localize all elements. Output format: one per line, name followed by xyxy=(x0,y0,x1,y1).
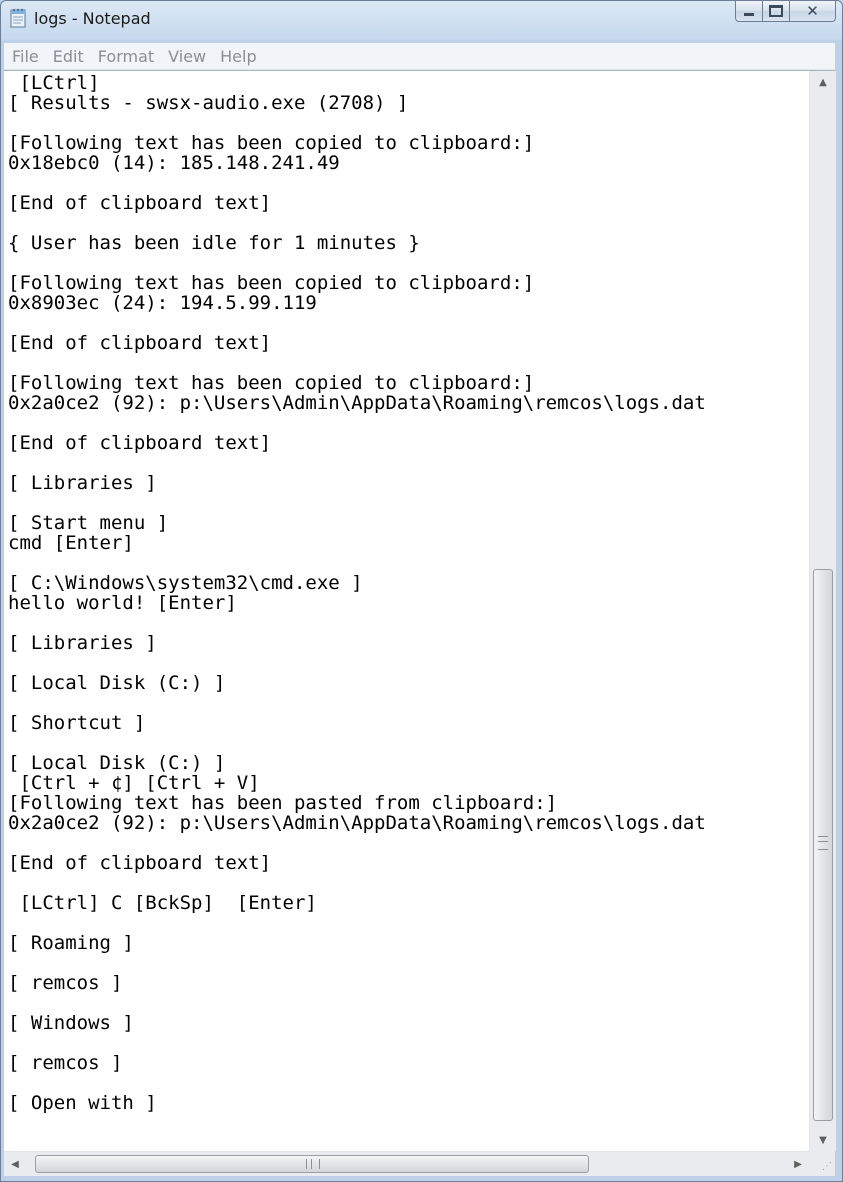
horizontal-scrollbar[interactable]: ◀ ▶ xyxy=(4,1151,809,1176)
arrow-left-icon: ◀ xyxy=(11,1158,19,1170)
horizontal-scroll-thumb[interactable] xyxy=(35,1155,589,1173)
maximize-icon xyxy=(769,5,783,17)
close-icon: ✕ xyxy=(806,1,819,20)
arrow-right-icon: ▶ xyxy=(794,1158,802,1170)
close-button[interactable]: ✕ xyxy=(790,1,836,22)
window-title: logs - Notepad xyxy=(34,9,151,28)
resize-grip[interactable]: ⋰ xyxy=(809,1151,835,1176)
maximize-button[interactable] xyxy=(763,1,790,22)
menu-format[interactable]: Format xyxy=(97,46,155,66)
arrow-down-icon: ▼ xyxy=(819,1134,827,1146)
editor-pane: [LCtrl] [ Results - swsx-audio.exe (2708… xyxy=(4,70,836,1176)
menu-file[interactable]: File xyxy=(12,46,39,66)
resize-grip-icon: ⋰ xyxy=(822,1161,832,1172)
menu-view[interactable]: View xyxy=(168,46,207,66)
grip-icon xyxy=(306,1159,320,1169)
editor-content: [LCtrl] [ Results - swsx-audio.exe (2708… xyxy=(8,73,706,1114)
scroll-up-button[interactable]: ▲ xyxy=(810,71,836,93)
scroll-left-button[interactable]: ◀ xyxy=(4,1152,26,1176)
grip-icon xyxy=(818,836,828,850)
menu-help[interactable]: Help xyxy=(220,46,257,66)
vertical-scrollbar[interactable]: ▲ ▼ xyxy=(809,71,836,1151)
vertical-scroll-thumb[interactable] xyxy=(813,569,833,1121)
notepad-icon xyxy=(10,8,26,28)
scroll-down-button[interactable]: ▼ xyxy=(810,1129,836,1151)
menu-edit[interactable]: Edit xyxy=(52,46,84,66)
caption-buttons: ✕ xyxy=(735,1,836,23)
menu-bar: File Edit Format View Help xyxy=(4,43,835,70)
arrow-up-icon: ▲ xyxy=(819,76,827,88)
minimize-icon xyxy=(744,12,754,16)
minimize-button[interactable] xyxy=(735,1,763,22)
scroll-right-button[interactable]: ▶ xyxy=(787,1152,809,1176)
title-bar[interactable]: logs - Notepad ✕ xyxy=(1,1,842,39)
text-editor[interactable]: [LCtrl] [ Results - swsx-audio.exe (2708… xyxy=(8,73,808,1151)
